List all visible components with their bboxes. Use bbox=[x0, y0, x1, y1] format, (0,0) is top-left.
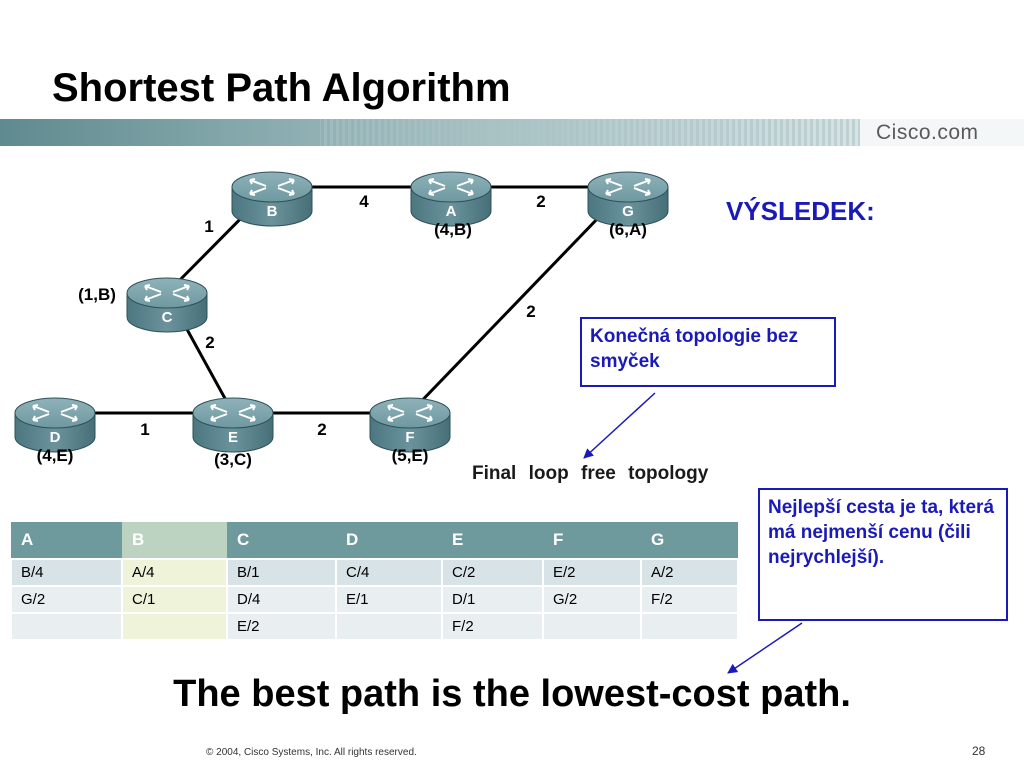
router-label: B bbox=[267, 203, 278, 220]
table-cell: B/4 bbox=[10, 558, 123, 587]
table-cell bbox=[640, 612, 739, 641]
router-label: A bbox=[446, 203, 457, 220]
page-number: 28 bbox=[972, 744, 986, 758]
copyright-text: © 2004, Cisco Systems, Inc. All rights r… bbox=[206, 747, 417, 758]
router-arrows-icon bbox=[32, 404, 78, 422]
table-header-e: E bbox=[442, 522, 543, 559]
router-cost-label: (6,A) bbox=[609, 220, 647, 239]
table-cell bbox=[335, 612, 443, 641]
router-c: C bbox=[126, 277, 208, 333]
router-f: F bbox=[369, 397, 451, 453]
table-cell: F/2 bbox=[640, 585, 739, 614]
router-arrows-icon bbox=[144, 284, 190, 302]
table-header-d: D bbox=[336, 522, 442, 559]
network-diagram: B A G C D E F 4 2 1 2 2 1 2 (4,B) (6,A) (1,B) (4,E) (3,C)… bbox=[14, 171, 669, 469]
table-header-a: A bbox=[11, 522, 122, 559]
table-cell: D/4 bbox=[226, 585, 337, 614]
router-b: B bbox=[231, 171, 313, 227]
router-arrows-icon bbox=[605, 178, 651, 196]
router-cost-label: (5,E) bbox=[392, 446, 429, 465]
final-topology-text: Final loop free topology bbox=[472, 463, 709, 484]
router-arrows-icon bbox=[249, 178, 295, 196]
link-weight: 2 bbox=[526, 302, 535, 321]
cisco-brand-text: Cisco.com bbox=[876, 121, 979, 144]
router-label: E bbox=[228, 429, 238, 446]
table-row: G/2 C/1 D/4 E/1 D/1 G/2 F/2 bbox=[10, 585, 739, 614]
table-header-row: A B C D E F G bbox=[11, 522, 738, 559]
table-header-f: F bbox=[543, 522, 641, 559]
router-cost-label: (4,B) bbox=[434, 220, 472, 239]
router-label: G bbox=[622, 203, 634, 220]
table-cell: A/2 bbox=[640, 558, 739, 587]
link-weight: 2 bbox=[205, 333, 214, 352]
link-weight: 2 bbox=[317, 420, 326, 439]
table-cell: E/2 bbox=[542, 558, 642, 587]
table-cell: G/2 bbox=[542, 585, 642, 614]
routing-table: A B C D E F G B/4 A/4 B/1 C/4 C/2 E/2 A/… bbox=[10, 522, 739, 641]
link-weight: 4 bbox=[359, 192, 369, 211]
router-cost-label: (3,C) bbox=[214, 450, 252, 469]
router-label: D bbox=[50, 429, 61, 446]
link-weight: 2 bbox=[536, 192, 545, 211]
table-cell bbox=[542, 612, 642, 641]
topology-note: Konečná topologie bez smyček bbox=[580, 317, 836, 387]
router-label: F bbox=[405, 429, 414, 446]
table-row: E/2 F/2 bbox=[10, 612, 739, 641]
table-cell: D/1 bbox=[441, 585, 544, 614]
router-arrows-icon bbox=[428, 178, 474, 196]
table-header-b: B bbox=[122, 522, 227, 559]
table-cell: A/4 bbox=[121, 558, 228, 587]
router-cost-label: (4,E) bbox=[37, 446, 74, 465]
brand-bar bbox=[0, 119, 1024, 146]
router-g: G bbox=[587, 171, 669, 227]
router-d: D bbox=[14, 397, 96, 453]
table-header-g: G bbox=[641, 522, 738, 559]
table-header-c: C bbox=[227, 522, 336, 559]
table-cell: C/1 bbox=[121, 585, 228, 614]
router-e: E bbox=[192, 397, 274, 453]
table-cell bbox=[121, 612, 228, 641]
router-a: A bbox=[410, 171, 492, 227]
router-label: C bbox=[162, 309, 173, 326]
router-arrows-icon bbox=[387, 404, 433, 422]
router-arrows-icon bbox=[210, 404, 256, 422]
result-label: VÝSLEDEK: bbox=[726, 196, 875, 226]
table-cell: F/2 bbox=[441, 612, 544, 641]
table-cell: C/2 bbox=[441, 558, 544, 587]
labels-layer: 4 2 1 2 2 1 2 (4,B) (6,A) (1,B) (4,E) (3,C) (5,E) bbox=[37, 192, 647, 469]
best-path-arrow bbox=[727, 622, 803, 674]
table-cell: E/2 bbox=[226, 612, 337, 641]
table-cell: E/1 bbox=[335, 585, 443, 614]
table-cell bbox=[10, 612, 123, 641]
router-cost-label: (1,B) bbox=[78, 285, 116, 304]
table-cell: B/1 bbox=[226, 558, 337, 587]
link-weight: 1 bbox=[140, 420, 149, 439]
slide-title: Shortest Path Algorithm bbox=[52, 66, 511, 110]
best-path-note: Nejlepší cesta je ta, která má nejmenší … bbox=[758, 488, 1008, 621]
bottom-statement: The best path is the lowest-cost path. bbox=[173, 673, 851, 715]
table-cell: C/4 bbox=[335, 558, 443, 587]
table-cell: G/2 bbox=[10, 585, 123, 614]
link-weight: 1 bbox=[204, 217, 213, 236]
link-g-f bbox=[408, 185, 630, 415]
table-row: B/4 A/4 B/1 C/4 C/2 E/2 A/2 bbox=[10, 558, 739, 587]
routers-layer: B A G C D E F bbox=[14, 171, 669, 453]
